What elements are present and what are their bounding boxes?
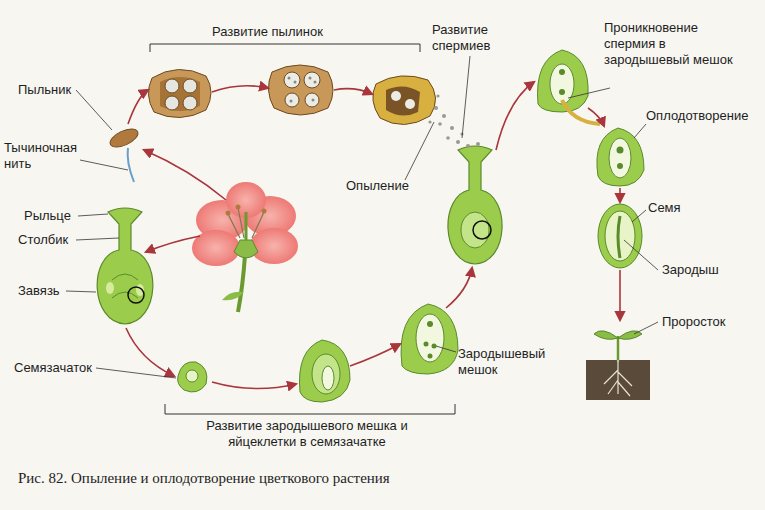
part-label: Семязачаток <box>14 360 92 376</box>
figure-caption: Рис. 82. Опыление и оплодотворение цветк… <box>18 470 390 487</box>
leader-line <box>66 56 658 378</box>
anther-section <box>148 69 211 117</box>
part-label: Зародыш <box>662 262 719 278</box>
ovule-embryo-sac <box>401 304 458 374</box>
ovule <box>299 340 350 402</box>
part-label: Развитие зародышевого мешка и яйцеклетки… <box>172 418 442 450</box>
anther-on-filament <box>107 125 140 182</box>
flower <box>192 182 298 312</box>
pistil <box>448 142 502 264</box>
part-label: Развитие пылинок <box>212 24 323 40</box>
part-label: Столбик <box>18 232 68 248</box>
part-label: Рыльце <box>24 208 71 224</box>
part-label: Проникновение спермия в зародышевый мешо… <box>604 20 734 68</box>
part-label: Развитие спермиев <box>432 22 524 54</box>
part-label: Оплодотворение <box>646 108 748 124</box>
anther-section-open <box>373 76 464 144</box>
part-label: Проросток <box>662 314 726 330</box>
seedling <box>586 331 650 400</box>
cycle-arrow <box>126 82 620 389</box>
part-label: Пыльник <box>18 82 71 98</box>
part-label: Зародышевый мешок <box>458 346 558 378</box>
part-label: Семя <box>648 200 681 216</box>
anther-section <box>268 65 333 115</box>
seed <box>598 204 642 268</box>
part-label: Завязь <box>18 283 60 299</box>
ovule <box>178 362 207 392</box>
part-label: Опыление <box>346 178 409 194</box>
ovule-pollen-tube <box>538 50 601 124</box>
part-label: Тычиночная нить <box>4 140 80 172</box>
fertilized-ovule <box>597 128 644 186</box>
pistil <box>97 208 153 324</box>
